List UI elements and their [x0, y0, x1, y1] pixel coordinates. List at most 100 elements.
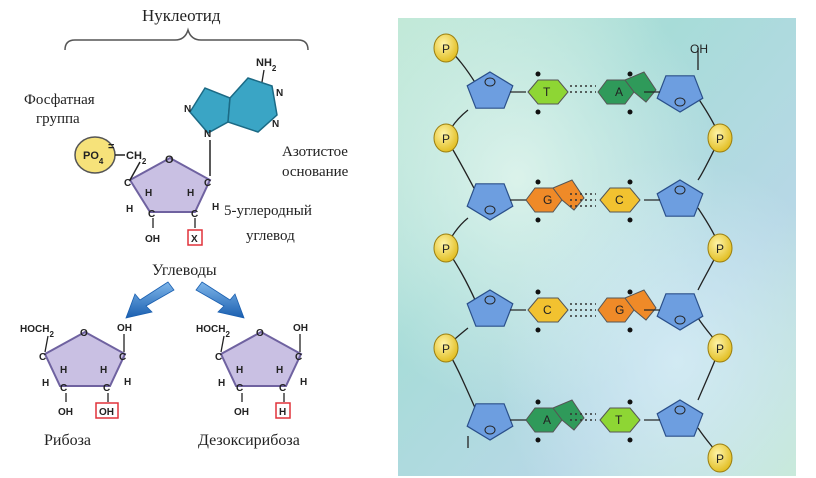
atom-dot-3-3 [535, 327, 541, 333]
sugar-right-4 [656, 399, 704, 437]
ribose-oh-top: OH [117, 323, 132, 334]
deoxy-h4: H [300, 377, 307, 388]
phosphate-right-4 [707, 443, 733, 473]
sugar-left-4 [466, 403, 514, 441]
nucleotide-title: Нуклеотид [142, 6, 221, 25]
phosphate-left-1-label: P [442, 42, 450, 56]
ch2-label: CH2 [126, 150, 147, 166]
sugar-ring [128, 156, 212, 213]
atom-dot-3-1 [535, 289, 541, 295]
ribose-highlight-box [95, 402, 119, 419]
phosphate-label-line2: группа [36, 111, 80, 127]
atom-dot-1-2 [627, 71, 633, 77]
ribose-h4: H [124, 377, 131, 388]
atom-dot-4-3 [535, 437, 541, 443]
phosphate-right-2 [707, 233, 733, 263]
sugar-ch2-bond [129, 161, 141, 181]
dna-top-oh: OH [690, 42, 708, 56]
atom-dot-2-1 [535, 179, 541, 185]
sugar-right-1 [656, 75, 704, 113]
ribose-o: O [80, 328, 88, 339]
atom-dot-1-3 [535, 109, 541, 115]
base-left-4-ring [552, 399, 585, 431]
ribose-name: Рибоза [44, 432, 92, 449]
base-right-2-shape [599, 187, 641, 213]
deoxy-c1: C [295, 352, 302, 363]
ribose-c2: C [103, 383, 110, 394]
deoxy-highlight: H [279, 407, 286, 418]
adenine-n4: N [272, 119, 279, 130]
ribose-h1: H [42, 378, 49, 389]
base-label-line2: основание [282, 164, 349, 180]
sugar-oxygen: O [165, 154, 174, 166]
base-left-1-letter: T [543, 85, 551, 99]
atom-dot-4-2 [627, 399, 633, 405]
x-highlight-box [187, 229, 203, 246]
deoxy-h3: H [276, 365, 283, 376]
deoxy-c4: C [215, 352, 222, 363]
deoxy-hoch2: HOCH2 [196, 324, 230, 339]
base-right-1: A [597, 71, 657, 105]
sugar-right-2-oxygen [674, 185, 686, 195]
base-right-2: C [599, 187, 641, 213]
base-left-4-letter: A [543, 413, 551, 427]
base-label-line1: Азотистое [282, 144, 348, 160]
sugar-left-1 [466, 71, 514, 109]
adenine-n1: N [204, 129, 211, 140]
phosphate-right-3 [707, 333, 733, 363]
ribose-oh-bottom: OH [58, 407, 73, 418]
phosphate-formula: PO4 [83, 150, 104, 166]
base-left-2-letter: G [543, 193, 552, 207]
phosphate-right-1 [707, 123, 733, 153]
base-right-1-letter: A [615, 85, 623, 99]
sugar-label-line2: углевод [246, 228, 295, 244]
base-right-4-shape [599, 407, 641, 433]
deoxyribose-structure: HOCH2 O OH C C H H H H C C OH H [196, 323, 308, 419]
base-right-3-ring [624, 289, 657, 321]
sugar-h-far-right: H [212, 202, 219, 213]
atom-dot-3-4 [627, 327, 633, 333]
sugars-heading: Углеводы [152, 262, 217, 279]
atom-dot-1-1 [535, 71, 541, 77]
phosphate-right-2-label: P [716, 242, 724, 256]
deoxy-o: O [256, 328, 264, 339]
sugar-right-1-oxygen [674, 97, 686, 107]
sugar-left-1-oxygen [484, 77, 496, 87]
nucleotide-diagram: PO4 = CH2 O C C H H H H C C OH X N N N N… [20, 27, 309, 419]
sugar-label-line1: 5-углеродный [224, 203, 312, 219]
sugar-c1: C [204, 178, 211, 189]
sugar-h-far-left: H [126, 204, 133, 215]
ribose-highlight: OH [99, 407, 114, 418]
sugar-left-3 [466, 289, 514, 327]
phosphate-label-line1: Фосфатная [24, 92, 95, 108]
nucleotide-brace [64, 27, 309, 51]
base-left-3-shape [527, 297, 569, 323]
right-backbone [697, 48, 721, 459]
sugar-c4: C [124, 178, 131, 189]
phosphate-left-3 [433, 233, 459, 263]
deoxy-highlight-box [275, 402, 291, 419]
base-left-3: C [527, 297, 569, 323]
phosphate-right-3-label: P [716, 342, 724, 356]
deoxy-c3: C [236, 383, 243, 394]
base-right-3-letter: G [615, 303, 624, 317]
base-left-2: G [525, 179, 585, 213]
phosphate-charge: = [108, 141, 114, 153]
phosphate-left-2 [433, 123, 459, 153]
sugar-right-4-oxygen [674, 405, 686, 415]
phosphate-left-3-label: P [442, 242, 450, 256]
sugar-oh: OH [145, 234, 160, 245]
ribose-h2: H [60, 365, 67, 376]
adenine-n3: N [276, 88, 283, 99]
arrow-right [195, 281, 245, 319]
sugar-h-left: H [145, 188, 152, 199]
phosphate-left-1 [433, 33, 459, 63]
base-left-2-ring [552, 179, 585, 211]
base-right-2-letter: C [615, 193, 624, 207]
ribose-c4: C [39, 352, 46, 363]
sugar-left-3-oxygen [484, 295, 496, 305]
sugar-left-4-oxygen [484, 425, 496, 435]
base-left-1: T [527, 79, 569, 105]
sugar-c3: C [148, 209, 155, 220]
